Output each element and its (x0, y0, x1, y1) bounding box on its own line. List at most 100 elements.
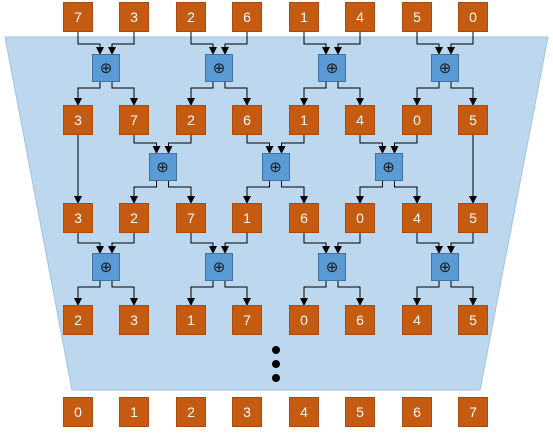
arrow-out-s3-2-a (300, 281, 327, 306)
arrow-in-s3-0-a (77, 233, 104, 254)
value-box-stage2-4: 6 (289, 203, 319, 233)
value-box-input-1: 3 (119, 2, 149, 32)
arrow-out-s1-0-a (74, 82, 101, 106)
arrow-in-s2-2-a (359, 135, 387, 154)
value-box-output-3: 3 (232, 397, 262, 427)
arrow-out-s2-2-a (356, 181, 383, 204)
combine-operator-s3-2: ⊕ (318, 253, 346, 281)
value-box-stage1-2: 2 (176, 105, 206, 135)
arrow-in-s3-0-b (108, 233, 135, 254)
value-box-stage3-1: 3 (119, 305, 149, 335)
arrow-in-s2-1-b (277, 135, 305, 154)
arrow-out-s2-2-b (394, 181, 421, 204)
value-box-input-5: 4 (345, 2, 375, 32)
arrow-in-s2-1-a (246, 135, 274, 154)
arrow-in-s3-3-a (416, 233, 443, 254)
arrow-in-s1-0-b (108, 32, 135, 55)
arrow-in-s1-2-a (303, 32, 330, 55)
value-box-stage3-7: 5 (458, 305, 488, 335)
arrow-out-s3-2-b (337, 281, 364, 306)
connection-arrows (74, 32, 477, 306)
value-box-stage2-7: 5 (458, 203, 488, 233)
value-box-output-0: 0 (63, 397, 93, 427)
combine-operator-s1-2: ⊕ (318, 54, 346, 82)
arrow-in-s3-2-b (334, 233, 361, 254)
arrow-out-s1-3-a (413, 82, 440, 106)
arrow-in-s1-1-a (190, 32, 217, 55)
value-box-input-3: 6 (232, 2, 262, 32)
arrow-in-s1-1-b (221, 32, 248, 55)
value-box-stage3-3: 7 (232, 305, 262, 335)
arrow-in-s1-2-b (334, 32, 361, 55)
arrow-out-s2-1-b (281, 181, 308, 204)
value-box-stage3-4: 0 (289, 305, 319, 335)
combine-operator-s2-1: ⊕ (261, 153, 290, 181)
arrow-in-s2-2-b (390, 135, 418, 154)
value-box-stage1-4: 1 (289, 105, 319, 135)
combine-operator-s2-2: ⊕ (374, 153, 403, 181)
value-box-stage2-0: 3 (63, 203, 93, 233)
value-box-output-6: 6 (402, 397, 432, 427)
arrow-in-s3-3-b (447, 233, 474, 254)
arrow-out-s1-2-a (300, 82, 327, 106)
arrow-in-s1-3-b (447, 32, 474, 55)
arrow-out-s1-0-b (111, 82, 138, 106)
value-box-stage1-6: 0 (402, 105, 432, 135)
combine-operator-s1-0: ⊕ (92, 54, 120, 82)
value-box-stage1-0: 3 (63, 105, 93, 135)
continuation-dot-2 (272, 374, 280, 382)
arrow-out-s1-3-b (450, 82, 477, 106)
continuation-dot-1 (272, 360, 280, 368)
combine-operator-s3-1: ⊕ (205, 253, 233, 281)
value-box-stage3-2: 1 (176, 305, 206, 335)
combine-operator-s3-0: ⊕ (92, 253, 120, 281)
arrow-in-s2-0-b (164, 135, 192, 154)
value-box-stage1-5: 4 (345, 105, 375, 135)
value-box-stage1-1: 7 (119, 105, 149, 135)
value-box-stage1-7: 5 (458, 105, 488, 135)
arrow-out-s3-1-b (224, 281, 251, 306)
continuation-dot-0 (272, 346, 280, 354)
combine-operator-s2-0: ⊕ (148, 153, 177, 181)
arrow-in-s1-3-a (416, 32, 443, 55)
arrow-out-s2-1-a (243, 181, 270, 204)
arrow-in-s3-2-a (303, 233, 330, 254)
value-box-stage2-3: 1 (232, 203, 262, 233)
arrow-in-s3-1-a (190, 233, 217, 254)
arrow-out-s3-0-a (74, 281, 101, 306)
value-box-output-4: 4 (289, 397, 319, 427)
value-box-stage3-0: 2 (63, 305, 93, 335)
arrow-out-s1-1-a (187, 82, 214, 106)
arrow-out-s1-1-b (224, 82, 251, 106)
value-box-input-4: 1 (289, 2, 319, 32)
value-box-input-6: 5 (402, 2, 432, 32)
value-box-stage2-6: 4 (402, 203, 432, 233)
value-box-output-2: 2 (176, 397, 206, 427)
combine-operator-s1-3: ⊕ (431, 54, 459, 82)
arrow-in-s3-1-b (221, 233, 248, 254)
value-box-stage2-1: 2 (119, 203, 149, 233)
arrow-out-s3-1-a (187, 281, 214, 306)
combine-operator-s3-3: ⊕ (431, 253, 459, 281)
value-box-output-7: 7 (458, 397, 488, 427)
value-box-stage1-3: 6 (232, 105, 262, 135)
value-box-output-5: 5 (345, 397, 375, 427)
arrow-out-s2-0-a (130, 181, 157, 204)
value-box-stage2-2: 7 (176, 203, 206, 233)
arrow-in-s1-0-a (77, 32, 104, 55)
arrow-out-s3-3-b (450, 281, 477, 306)
arrow-out-s2-0-b (168, 181, 195, 204)
value-box-input-0: 7 (63, 2, 93, 32)
value-box-output-1: 1 (119, 397, 149, 427)
arrow-out-s3-0-b (111, 281, 138, 306)
combine-operator-s1-1: ⊕ (205, 54, 233, 82)
value-box-stage3-5: 6 (345, 305, 375, 335)
arrow-out-s1-2-b (337, 82, 364, 106)
arrow-in-s2-0-a (133, 135, 161, 154)
value-box-input-7: 0 (458, 2, 488, 32)
value-box-stage3-6: 4 (402, 305, 432, 335)
value-box-input-2: 2 (176, 2, 206, 32)
value-box-stage2-5: 0 (345, 203, 375, 233)
arrow-out-s3-3-a (413, 281, 440, 306)
